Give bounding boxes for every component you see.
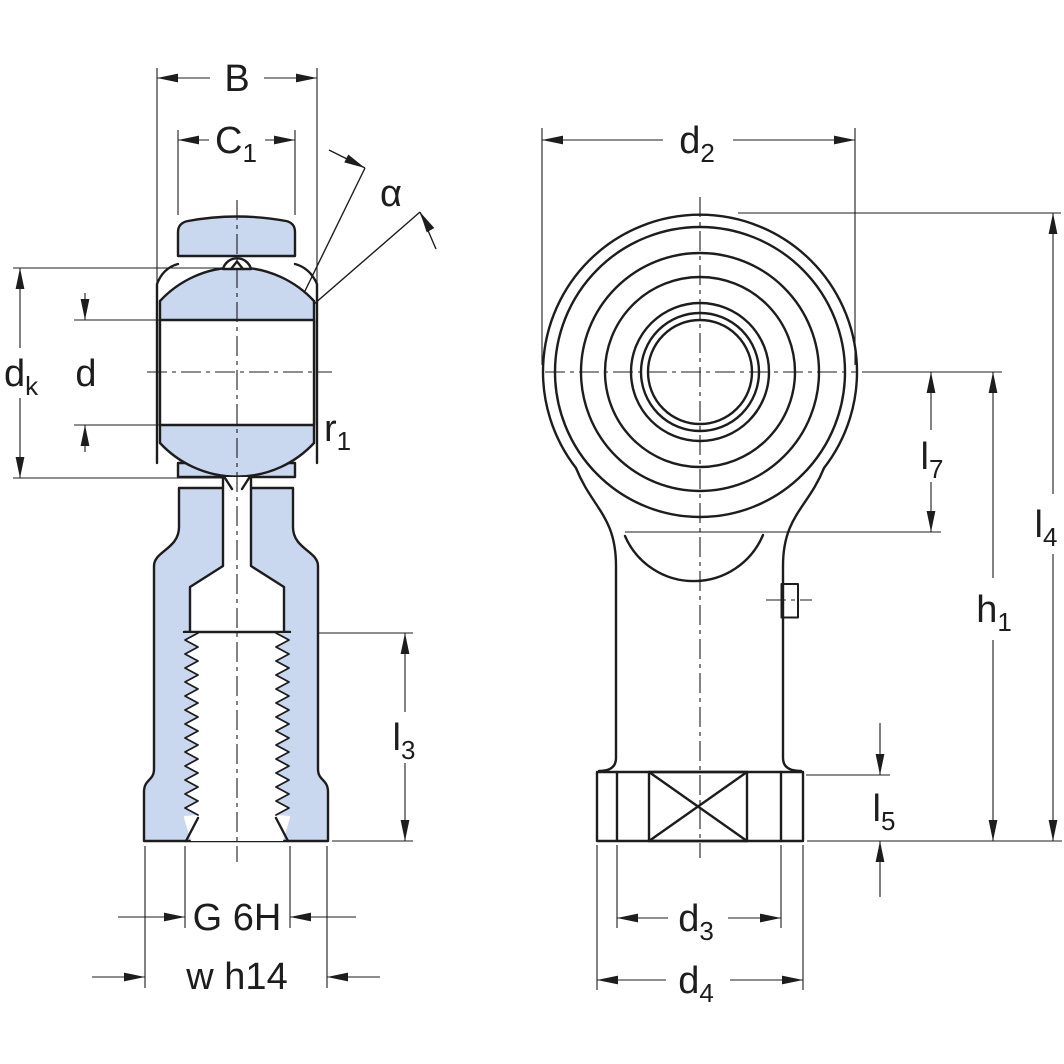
thread-right-profile xyxy=(275,632,290,816)
dim-label-r1: r1 xyxy=(324,408,351,456)
arrowhead xyxy=(400,820,410,841)
arrowhead xyxy=(988,372,998,393)
dim-label-d4: d4 xyxy=(678,960,714,1008)
dim-label-l7: l7 xyxy=(921,436,944,484)
dim-label-G6H: G 6H xyxy=(193,897,282,939)
wrench-flat-box xyxy=(647,770,749,843)
arrowhead xyxy=(80,299,90,320)
dim-label-d3: d3 xyxy=(678,898,714,946)
arrowhead xyxy=(15,457,25,478)
dimension-labels: B C1 α dk d r1 l3 G 6H w h14 d2 l7 l4 h1… xyxy=(4,58,1057,1008)
cavity-edges xyxy=(182,475,292,843)
arrowhead xyxy=(760,913,781,923)
arrowhead xyxy=(926,372,936,393)
centerlines xyxy=(147,197,858,862)
arrowhead xyxy=(782,975,803,985)
arrowhead xyxy=(15,268,25,289)
arrowhead xyxy=(875,754,885,775)
arrowhead xyxy=(597,975,618,985)
thread-right-material xyxy=(276,633,290,816)
arrowhead xyxy=(542,135,563,145)
arrowhead xyxy=(926,511,936,532)
arrowhead xyxy=(124,972,145,982)
arrowhead xyxy=(274,135,295,145)
arrowhead xyxy=(1048,820,1058,841)
dim-label-h1: h1 xyxy=(976,589,1012,637)
arrowhead xyxy=(988,820,998,841)
lube-fitting-boss xyxy=(780,583,799,619)
thread-left-material xyxy=(184,633,198,816)
dimension-lines xyxy=(13,68,1062,990)
lube-dimple xyxy=(221,257,253,271)
arrowhead xyxy=(1048,213,1058,234)
arrowhead xyxy=(834,135,855,145)
arrowhead xyxy=(80,425,90,446)
dim-label-C1: C1 xyxy=(215,120,257,168)
thread-left-profile xyxy=(184,632,199,816)
arrowhead xyxy=(290,912,311,922)
dim-label-d: d xyxy=(75,353,96,395)
dim-label-B: B xyxy=(224,58,249,100)
dim-label-l5: l5 xyxy=(873,788,896,836)
arrowheads xyxy=(15,73,1058,985)
housing-left-edge xyxy=(155,262,180,465)
arrowhead xyxy=(420,212,435,233)
dim-label-l3: l3 xyxy=(393,717,416,765)
arrowhead xyxy=(327,972,348,982)
dim-label-dk: dk xyxy=(4,353,39,401)
hex-corner-edges xyxy=(615,770,783,843)
arrowhead xyxy=(178,135,199,145)
arrowhead xyxy=(875,841,885,862)
dim-label-wh14: w h14 xyxy=(185,956,287,998)
housing-right-edge xyxy=(293,262,319,465)
arrowhead xyxy=(164,912,185,922)
arrowhead xyxy=(400,633,410,654)
arrowhead xyxy=(344,154,365,168)
arrowhead xyxy=(157,73,178,83)
wrench-flat-cross xyxy=(647,770,749,843)
arrowhead xyxy=(617,913,638,923)
dim-label-alpha: α xyxy=(380,173,402,215)
side-section-view xyxy=(142,215,330,843)
head-pocket-arc xyxy=(623,533,765,583)
arrowhead xyxy=(296,73,317,83)
dim-label-d2: d2 xyxy=(679,120,715,168)
dim-label-l4: l4 xyxy=(1035,504,1058,552)
